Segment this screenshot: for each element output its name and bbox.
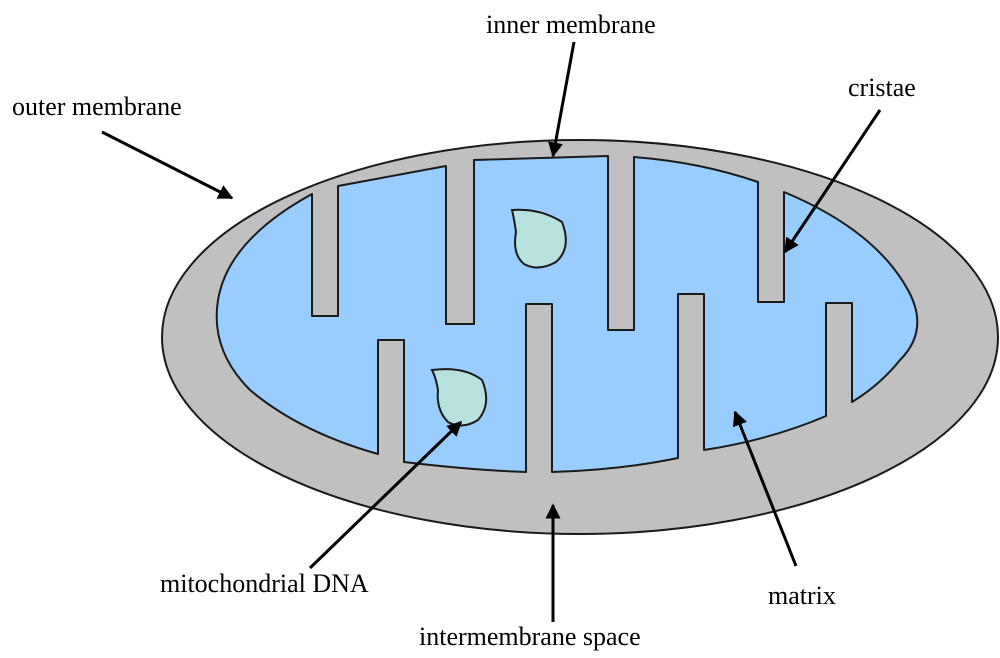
arrow-outer-membrane <box>102 132 232 198</box>
label-cristae: cristae <box>848 73 916 102</box>
label-intermembrane-space: intermembrane space <box>419 622 641 651</box>
label-matrix: matrix <box>768 581 836 610</box>
label-mitochondrial-dna: mitochondrial DNA <box>160 569 369 598</box>
arrow-inner-membrane <box>553 42 574 156</box>
dna-blob-upper <box>512 210 566 268</box>
label-inner-membrane: inner membrane <box>486 10 656 39</box>
label-outer-membrane: outer membrane <box>12 92 182 121</box>
